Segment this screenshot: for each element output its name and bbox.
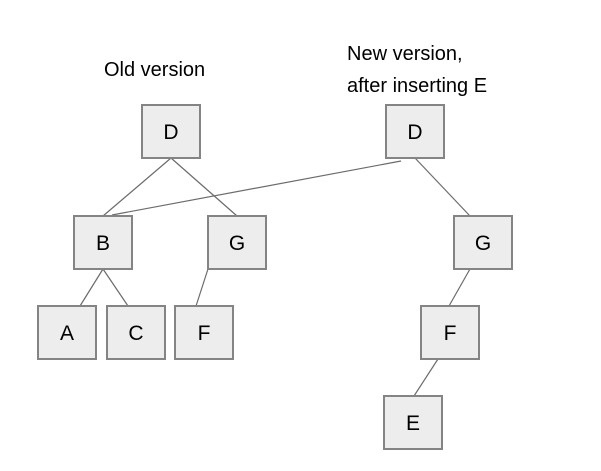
node-box[interactable] — [420, 305, 480, 360]
node-old-G[interactable]: G — [207, 215, 267, 270]
right-tree-nodes: D G F E — [383, 104, 513, 450]
node-box[interactable] — [141, 104, 201, 159]
right-tree-edges — [413, 157, 471, 397]
edge-newG-to-newF — [448, 268, 471, 307]
left-tree-edges — [79, 157, 238, 307]
node-old-D[interactable]: D — [141, 104, 201, 159]
node-label: D — [163, 121, 178, 144]
edge-B-to-A — [79, 268, 104, 307]
edge-newD-to-oldB — [111, 160, 402, 216]
node-label: D — [407, 121, 422, 144]
node-box[interactable] — [383, 395, 443, 450]
node-old-B[interactable]: B — [73, 215, 133, 270]
node-box[interactable] — [453, 215, 513, 270]
node-box[interactable] — [174, 305, 234, 360]
node-label: G — [475, 232, 491, 255]
edge-D-to-B — [102, 157, 172, 217]
edge-newD-to-newG — [414, 157, 471, 217]
node-label: F — [444, 322, 457, 345]
node-new-F[interactable]: F — [420, 305, 480, 360]
node-new-D[interactable]: D — [385, 104, 445, 159]
node-box[interactable] — [37, 305, 97, 360]
node-box[interactable] — [73, 215, 133, 270]
edge-D-to-G — [170, 157, 238, 217]
node-label: B — [96, 232, 110, 255]
right-tree-title-line-2: after inserting E — [347, 75, 487, 97]
node-new-E[interactable]: E — [383, 395, 443, 450]
node-label: G — [229, 232, 245, 255]
node-old-A[interactable]: A — [37, 305, 97, 360]
left-tree-title: Old version — [104, 59, 205, 81]
node-box[interactable] — [385, 104, 445, 159]
node-label: A — [60, 322, 74, 345]
edge-B-to-C — [102, 268, 129, 307]
node-label: E — [406, 412, 420, 435]
edge-G-to-F — [195, 268, 209, 307]
node-label: F — [198, 322, 211, 345]
right-tree-title-line-1: New version, — [347, 43, 463, 65]
node-old-F[interactable]: F — [174, 305, 234, 360]
cross-edge-group — [111, 160, 402, 216]
node-box[interactable] — [207, 215, 267, 270]
left-tree-nodes: D B G A C F — [37, 104, 267, 360]
node-new-G[interactable]: G — [453, 215, 513, 270]
node-old-C[interactable]: C — [106, 305, 166, 360]
node-box[interactable] — [106, 305, 166, 360]
edge-newF-to-newE — [413, 358, 439, 397]
node-label: C — [128, 322, 143, 345]
